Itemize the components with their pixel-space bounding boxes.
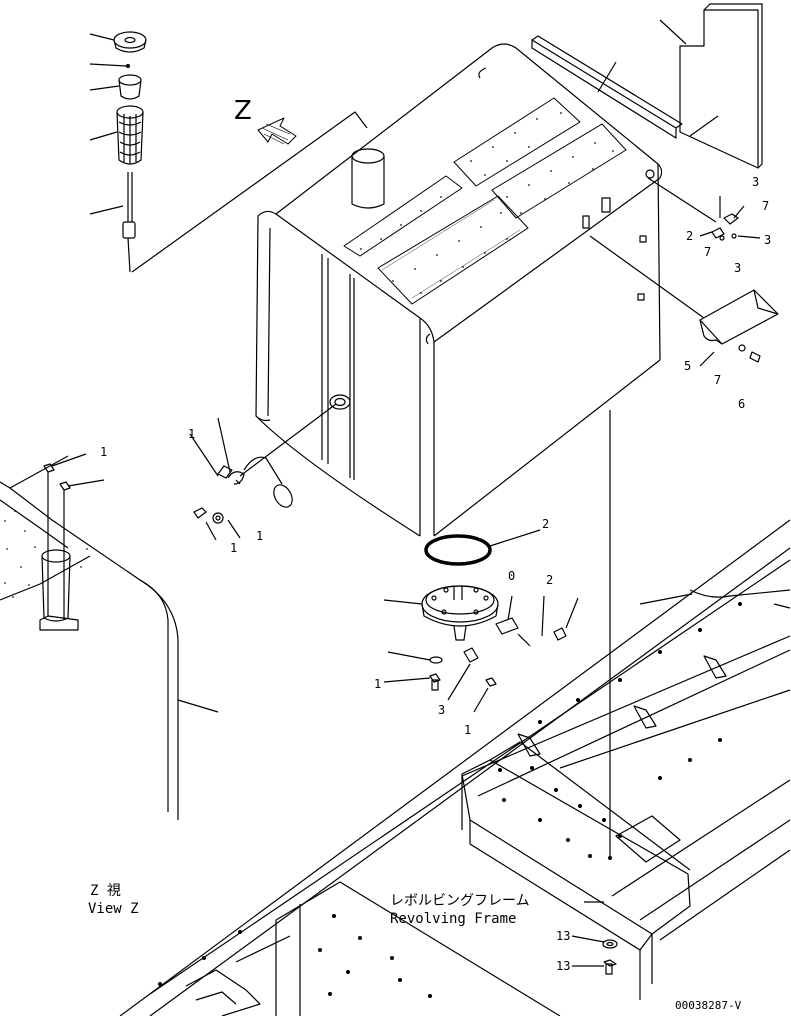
revolving-frame: [119, 519, 791, 1016]
drawing-part-id: 00038287-V: [675, 999, 742, 1012]
callout-1: 1: [374, 677, 382, 691]
fitting-icon: [495, 617, 519, 635]
callout-7: 7: [714, 373, 722, 387]
callout-13: 13: [556, 929, 571, 943]
step-bracket: [589, 235, 779, 367]
clamp-parts: [647, 177, 761, 241]
level-sensor-assembly: [189, 403, 337, 541]
callout-7: 7: [762, 199, 770, 213]
callout-3: 3: [764, 233, 772, 247]
callout-2: 2: [542, 517, 550, 531]
level-gauge-rod-icon: [122, 172, 136, 273]
callout-3: 3: [752, 175, 760, 189]
callout-5: 5: [684, 359, 692, 373]
view-caption-en: View Z: [88, 901, 139, 917]
callout-2: 2: [546, 573, 554, 587]
callout-2: 2: [686, 229, 694, 243]
callout-1: 1: [188, 427, 196, 441]
callout-6: 6: [738, 397, 746, 411]
strainer-icon: [116, 105, 144, 165]
callout-1: 1: [230, 541, 238, 555]
callout-3: 3: [734, 261, 742, 275]
top-bar: [531, 35, 683, 139]
view-z-marker: Z: [234, 96, 252, 126]
frame-caption-jp: レボルビングフレーム: [390, 893, 530, 909]
callout-7: 7: [704, 245, 712, 259]
callout-3: 3: [438, 703, 446, 717]
filler-cap-icon: [113, 31, 147, 53]
anti-slip-plates: [343, 97, 627, 305]
view-caption-jp: Z 視: [90, 883, 121, 899]
cover-plate: [659, 3, 763, 169]
callout-13: 13: [556, 959, 571, 973]
callout-0: 0: [508, 569, 516, 583]
view-direction-arrow-icon: [257, 117, 297, 145]
frame-caption-en: Revolving Frame: [390, 911, 517, 927]
o-ring-icon: [424, 529, 541, 566]
sensor-flange-icon: [383, 585, 499, 641]
callout-1: 1: [256, 529, 264, 543]
hydraulic-tank: [0, 453, 219, 820]
callout-1: 1: [100, 445, 108, 459]
filler-ring-icon: [118, 74, 142, 100]
fuel-tank: [255, 43, 663, 537]
callout-1: 1: [464, 723, 472, 737]
